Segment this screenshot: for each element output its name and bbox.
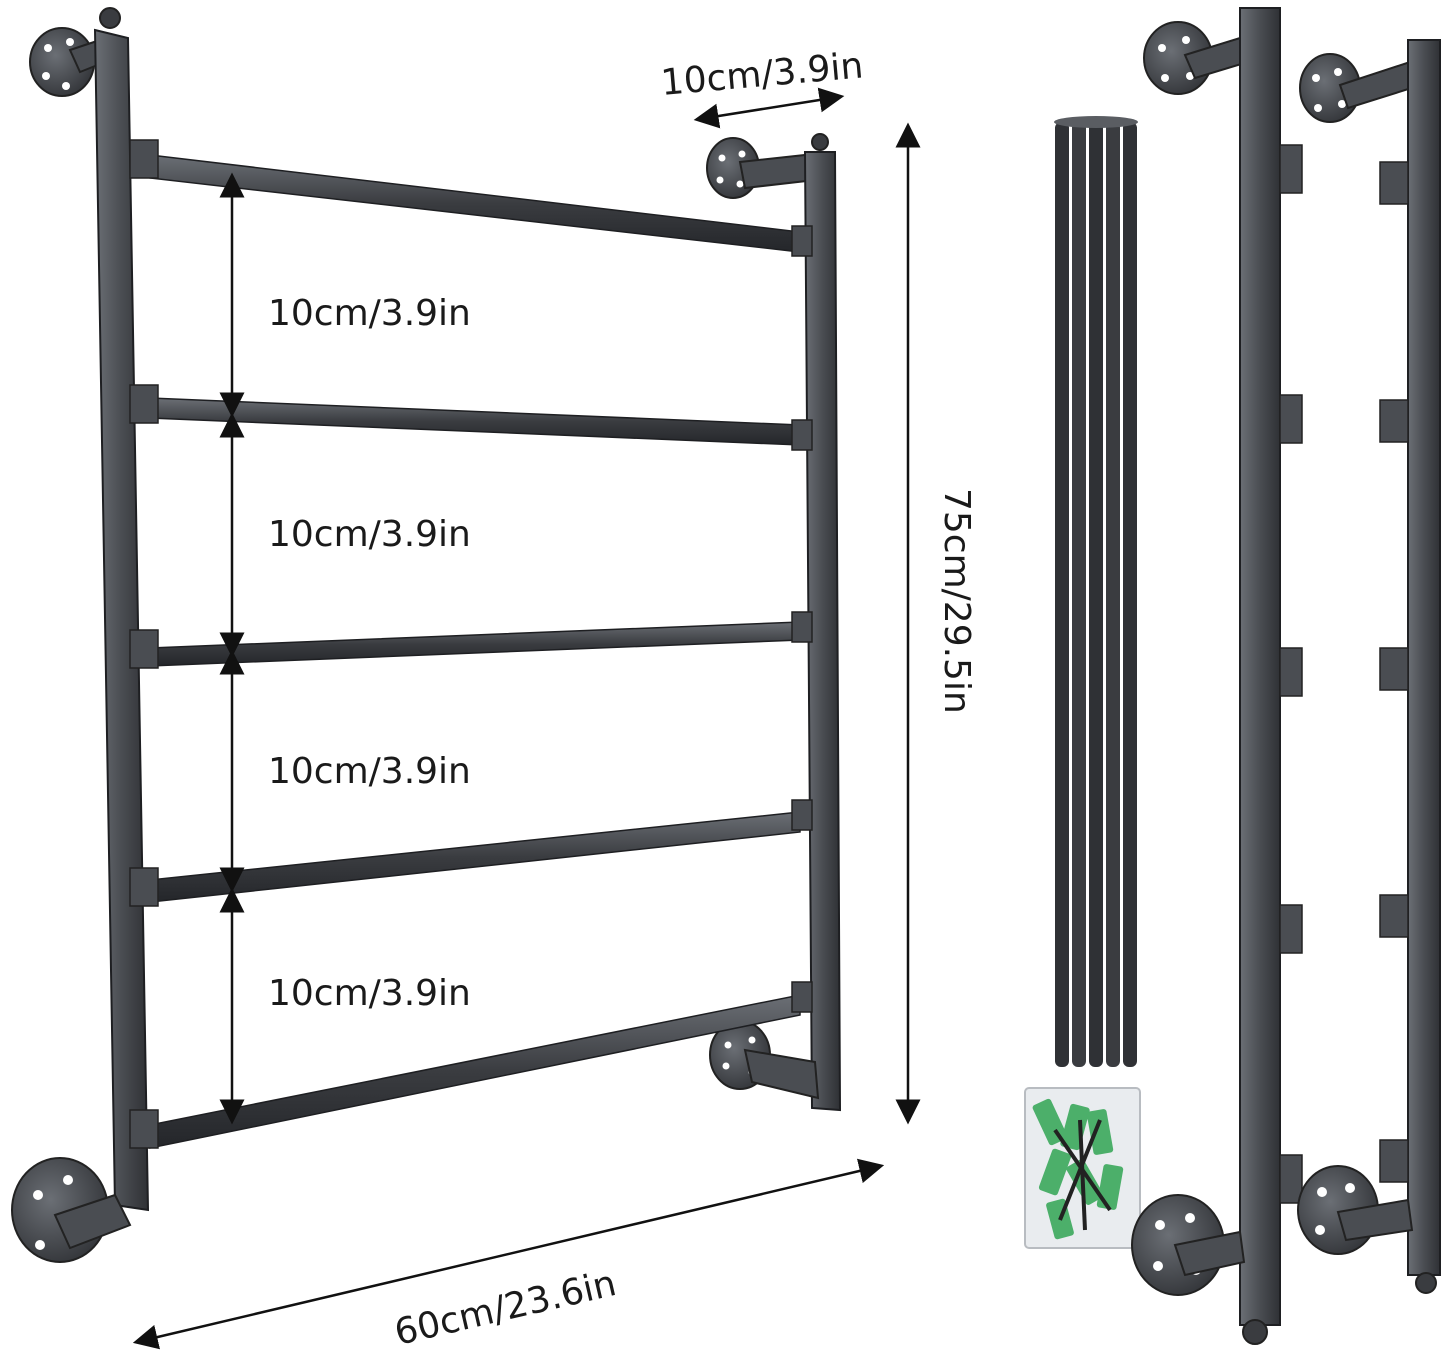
loose-rods (1054, 116, 1138, 1067)
top-left-finial (99, 7, 121, 29)
towel-bar-1 (149, 154, 801, 253)
side-rail-2 (1297, 39, 1441, 1294)
depth-label: 10cm/3.9in (659, 45, 865, 104)
towel-bars (129, 139, 813, 1149)
towel-bar-3 (149, 621, 801, 667)
hardware-bag (1024, 1087, 1141, 1249)
left-rail (93, 28, 150, 1212)
towel-bar-2 (149, 397, 801, 446)
assembled-rack: 10cm/3.9in 10cm/3.9in 10cm/3.9in 10cm/3.… (11, 7, 977, 1350)
width-label: 60cm/23.6in (391, 1263, 620, 1350)
width-arrow (132, 1158, 885, 1350)
towel-bar-5 (149, 994, 801, 1149)
right-rail (706, 133, 842, 1112)
spacing-label-4: 10cm/3.9in (268, 973, 471, 1014)
side-rail-1 (1131, 7, 1303, 1345)
bottom-left-flange (11, 1157, 132, 1263)
height-label: 75cm/29.5in (936, 488, 977, 714)
parts-kit (1024, 7, 1441, 1345)
spacing-label-2: 10cm/3.9in (268, 514, 471, 555)
spacing-label-3: 10cm/3.9in (268, 751, 471, 792)
spacing-label-1: 10cm/3.9in (268, 293, 471, 334)
depth-arrow (693, 87, 845, 129)
towel-bar-4 (149, 811, 801, 903)
